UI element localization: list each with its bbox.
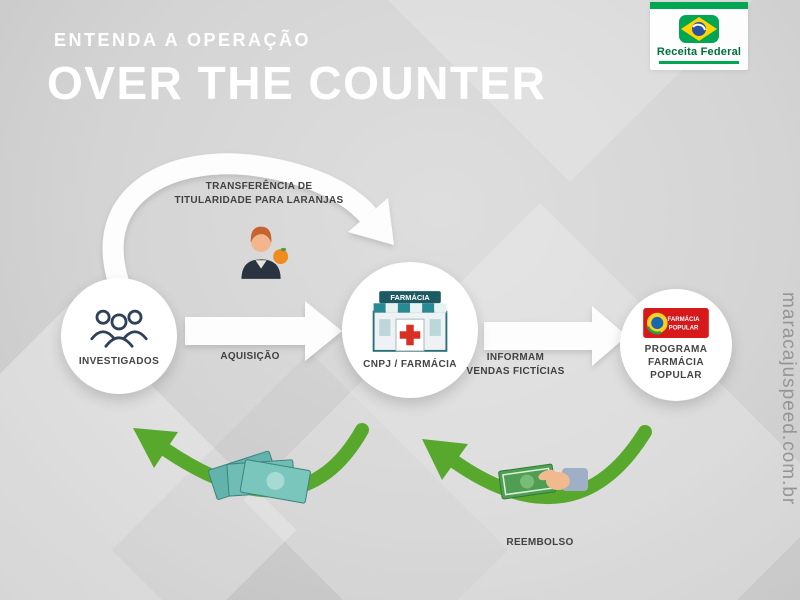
farmacia-popular-logo: FARMÁCIA POPULAR — [643, 308, 709, 338]
refund-arrow-right — [422, 425, 652, 505]
subtitle-kicker: ENTENDA A OPERAÇÃO — [54, 30, 312, 50]
node-farmacia: FARMÁCIA CNPJ / FARMÁCIA — [342, 262, 478, 398]
transfer-label: TRANSFERÊNCIA DE TITULARIDADE PARA LARAN… — [148, 180, 370, 208]
refund-label: REEMBOLSO — [506, 537, 574, 548]
people-group-icon — [90, 309, 148, 348]
person-with-orange-icon — [241, 226, 289, 279]
hand-receiving-money-icon — [498, 463, 588, 500]
node-investigados: INVESTIGADOS — [61, 278, 177, 394]
acquisition-arrow — [185, 301, 342, 361]
transfer-label-line1: TRANSFERÊNCIA DE — [205, 181, 313, 192]
brand-underline — [659, 61, 739, 64]
watermark-text: maracajuspeed.com.br — [778, 292, 799, 506]
awning-stripes — [373, 303, 447, 313]
report-sales-label: INFORMAM VENDAS FICTÍCIAS — [453, 351, 578, 379]
report-sales-line2: VENDAS FICTÍCIAS — [466, 366, 565, 377]
receita-federal-logo-block: Receita Federal — [650, 2, 748, 70]
node-programa: FARMÁCIA POPULAR PROGRAMA FARMÁCIA POPUL… — [620, 289, 732, 401]
node-programa-line2: FARMÁCIA — [648, 357, 704, 368]
report-sales-arrow — [484, 306, 627, 366]
pharmacy-sign-text: FARMÁCIA — [390, 293, 430, 302]
node-investigados-label: INVESTIGADOS — [78, 355, 160, 367]
node-farmacia-label: CNPJ / FARMÁCIA — [363, 359, 457, 370]
report-sales-line1: INFORMAM — [486, 352, 545, 363]
acquisition-label: AQUISIÇÃO — [220, 351, 280, 362]
brand-top-bar — [650, 2, 748, 9]
banknotes-icon — [208, 450, 311, 504]
node-programa-label: PROGRAMA FARMÁCIA POPULAR — [645, 343, 708, 382]
transfer-label-line2: TITULARIDADE PARA LARANJAS — [174, 195, 344, 206]
transfer-curve-arrow — [102, 153, 394, 296]
popular-logo-line1: FARMÁCIA — [667, 316, 700, 323]
receita-federal-flag-logo — [679, 15, 719, 43]
brand-name: Receita Federal — [656, 46, 742, 58]
pharmacy-store-icon: FARMÁCIA — [372, 291, 448, 352]
page-title: OVER THE COUNTER — [47, 57, 547, 109]
popular-logo-line2: POPULAR — [669, 325, 699, 332]
node-programa-line3: POPULAR — [650, 370, 702, 381]
node-programa-line1: PROGRAMA — [644, 344, 708, 355]
